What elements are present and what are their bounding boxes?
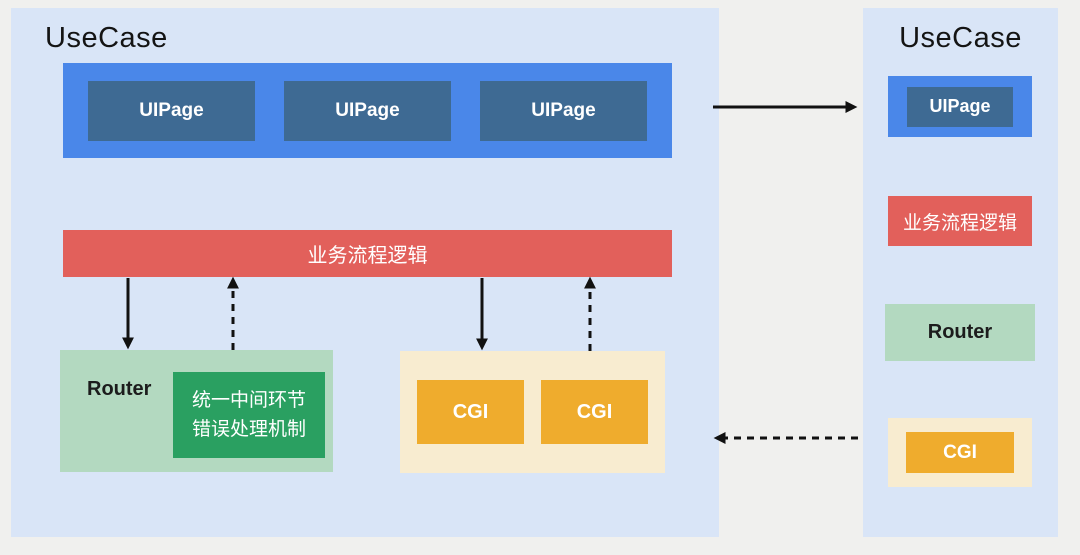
right-usecase-title: UseCase (899, 22, 1022, 54)
cgi-box-1: CGI (417, 380, 524, 444)
cgi-box-2: CGI (541, 380, 648, 444)
left-usecase-title: UseCase (45, 22, 168, 54)
uipage-box-3: UIPage (480, 80, 647, 141)
right-uipage-container: UIPage (888, 76, 1032, 137)
right-cgi-container: CGI (888, 418, 1032, 487)
error-handler-line-1: 统一中间环节 (191, 389, 306, 411)
right-cgi-box: CGI (906, 432, 1014, 473)
business-logic-bar: 业务流程逻辑 (63, 230, 672, 277)
right-router-box: Router (885, 304, 1035, 361)
uipage-box-1: UIPage (88, 80, 255, 141)
uipage-group-container: UIPage UIPage UIPage (63, 63, 672, 158)
right-usecase-panel: UseCase UIPage 业务流程逻辑 Router CGI (863, 8, 1058, 537)
left-usecase-panel: UseCase UIPage UIPage UIPage 业务流程逻辑 Rout… (11, 8, 719, 537)
right-business-logic-box: 业务流程逻辑 (888, 196, 1032, 246)
error-handler-box: 统一中间环节 错误处理机制 (173, 372, 325, 458)
error-handler-line-2: 错误处理机制 (191, 419, 306, 440)
right-uipage-box: UIPage (907, 86, 1013, 127)
uipage-box-2: UIPage (284, 80, 451, 141)
cgi-group-container: CGI CGI (400, 351, 665, 473)
router-container: Router 统一中间环节 错误处理机制 (60, 350, 333, 472)
router-label: Router (87, 378, 152, 400)
